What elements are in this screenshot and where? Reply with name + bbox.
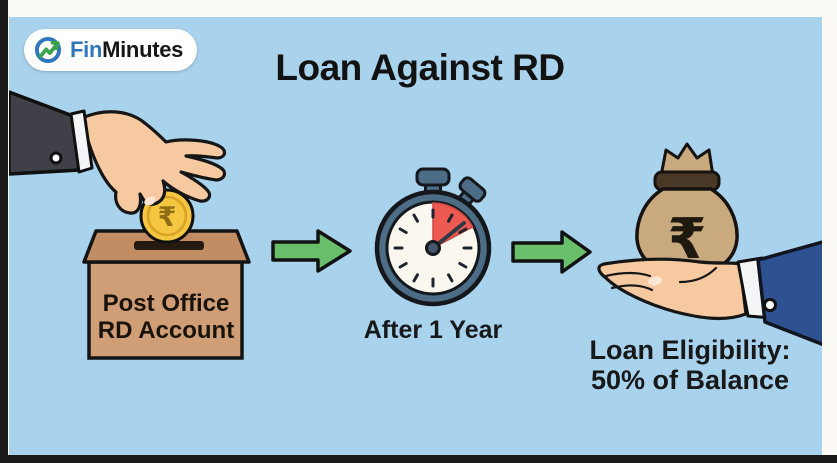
receiving-hand-illustration [597,240,822,347]
page-title: Loan Against RD [275,47,565,88]
brand-logo-icon [34,36,62,64]
flow-arrow-1 [271,229,352,273]
loan-eligibility-line2: 50% of Balance [590,365,790,395]
infographic-illustration: ₹ [9,90,822,360]
box-slot [134,241,204,250]
elapsed-time-wedge [432,202,474,250]
brand-logo: FinMinutes [24,29,198,71]
clock-ticks [393,208,473,288]
rd-box-illustration [82,229,251,360]
stopwatch-illustration [374,167,492,307]
loan-eligibility-line1: Loan Eligibility: [589,335,791,365]
cufflink-left [49,151,63,165]
loan-eligibility-caption: Loan Eligibility: 50% of Balance [556,335,824,395]
suit-sleeve-right [756,240,822,347]
cufflink-right [763,298,777,312]
coin-rupee-symbol: ₹ [158,202,177,233]
rd-box-caption-line2: RD Account [97,317,235,344]
flow-arrow-2 [511,230,592,274]
depositor-hand-illustration [9,90,227,215]
thumb-nail [144,196,156,206]
finger-nail [648,276,662,286]
rd-box-caption: Post Office RD Account [88,290,244,344]
shirt-cuff-left [69,109,94,174]
brand-name-minutes: Minutes [102,37,184,62]
timer-caption: After 1 Year [363,316,503,344]
finger-lines [604,266,718,292]
money-bag-illustration: ₹ [635,142,739,277]
brand-name: FinMinutes [70,37,183,63]
suit-sleeve-left [9,90,82,176]
stopwatch-crown [415,167,451,187]
rd-box-caption-line1: Post Office [102,290,230,317]
brand-name-fin: Fin [70,37,103,62]
